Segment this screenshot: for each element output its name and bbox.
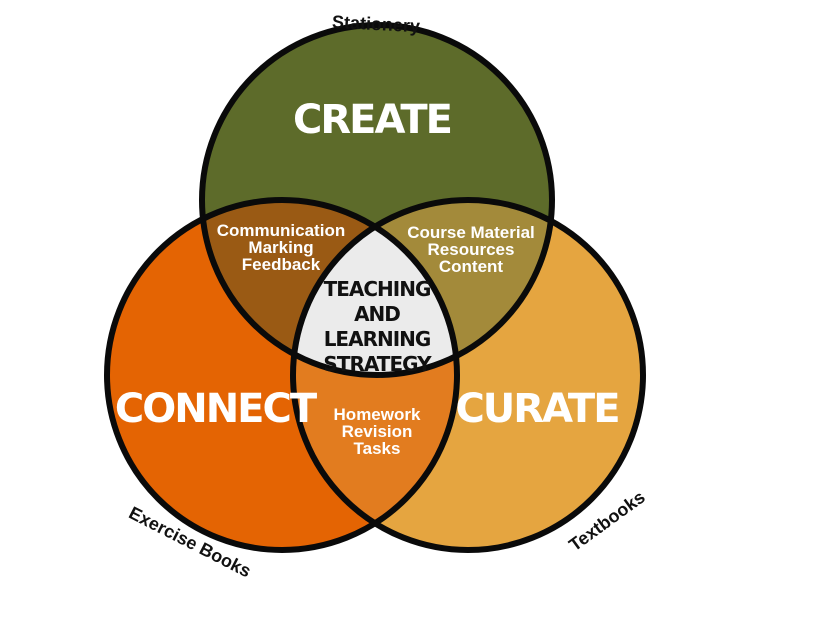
connect-label: CONNECT: [115, 386, 318, 432]
create-label: CREATE: [293, 97, 451, 143]
connect-curate-line-2: Revision: [342, 422, 413, 441]
create-outline: [199, 22, 555, 378]
curate-label: CURATE: [455, 386, 618, 432]
create-curate-line-1: Course Material: [407, 223, 535, 242]
create-connect-line-1: Communication: [217, 221, 345, 240]
outer-label-top: Stationery: [332, 12, 421, 37]
center-line-1: TEACHING: [324, 277, 431, 301]
center-line-4: STRATEGY: [323, 352, 432, 376]
center-line-2: AND: [354, 302, 400, 326]
create-curate-line-3: Content: [439, 257, 504, 276]
connect-curate-line-3: Tasks: [354, 439, 401, 458]
connect-curate-line-1: Homework: [334, 405, 421, 424]
center-overlap: [293, 200, 457, 375]
center-line-3: LEARNING: [324, 327, 431, 351]
create-curate-line-2: Resources: [428, 240, 515, 259]
create-connect-line-2: Marking: [248, 238, 313, 257]
connect-outline: [104, 197, 460, 553]
create-connect-line-3: Feedback: [242, 255, 321, 274]
curate-outline: [290, 197, 646, 553]
